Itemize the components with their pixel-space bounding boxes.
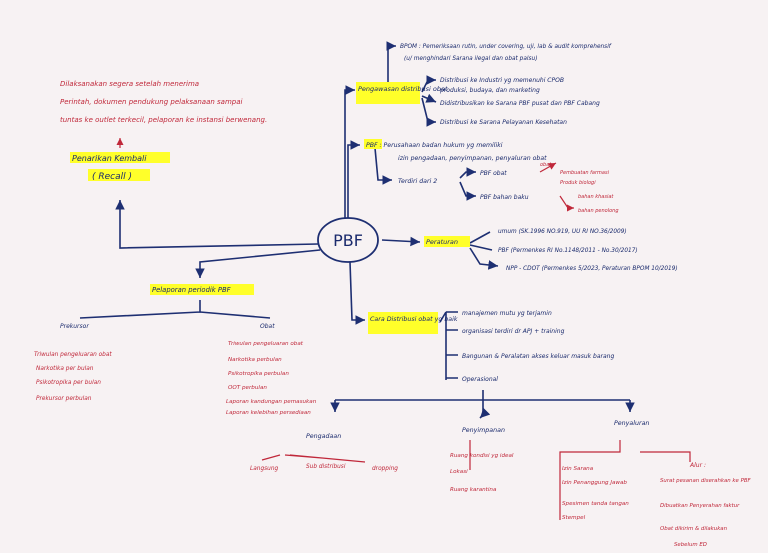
pbf-obat: PBF obat: [480, 170, 507, 177]
cdob-item: manajemen mutu yg terjamin: [462, 310, 552, 317]
penyaluran-item: Spesimen tanda tangan: [562, 501, 629, 507]
cdob-item: organisasi terdiri dr APJ + training: [462, 328, 565, 335]
peraturan-branch: Peraturan umum (SK.1996 NO.919, UU RI NO…: [424, 229, 678, 272]
alur-item: Surat pesanan diserahkan ke PBF: [660, 478, 752, 484]
recall-highlight: [70, 152, 170, 163]
pbf-bahan-note: bahan khasiat: [578, 194, 614, 200]
prekursor-item: Triwulan pengeluaran obat: [34, 352, 112, 358]
cdob-item: Bangunan & Peralatan akses keluar masuk …: [462, 353, 614, 360]
prekursor-item: Psikotropika per bulan: [36, 380, 101, 386]
pbf-def-highlight: [364, 139, 382, 149]
pbf-obat-note: Pembuatan farmasi: [560, 170, 610, 176]
center-label: PBF: [333, 231, 363, 250]
pelaporan-highlight: [150, 284, 254, 295]
obat-report-item: Laporan kandungan pemasukan: [226, 399, 317, 405]
recall-note-line: tuntas ke outlet terkecil, pelaporan ke …: [60, 116, 267, 124]
prekursor-item: Narkotika per bulan: [36, 366, 94, 372]
pbf-obat-note: obat: [540, 162, 552, 168]
alur-item: Sebelum ED: [674, 542, 707, 548]
peraturan-item: NPP - CDOT (Permenkes 5/2023, Peraturan …: [506, 266, 678, 272]
pengawasan-branch: Pengawasan distribusi obat BPOM : Pemeri…: [356, 44, 612, 126]
pbf-definition-branch: PBF : Perusahaan badan hukum yg memiliki…: [364, 139, 619, 214]
cdob-item: Operasional: [462, 376, 498, 383]
pengawasan-item: produksi, budaya, dan marketing: [439, 87, 540, 94]
pelaporan-branch: Pelaporan periodik PBF Prekursor Triwula…: [34, 284, 317, 416]
pengawasan-item: Didistribusikan ke Sarana PBF pusat dan …: [440, 100, 600, 107]
penyimpanan-item: Ruang kondisi yg ideal: [450, 453, 514, 459]
pengadaan-item: Langsung: [250, 466, 279, 472]
peraturan-item: umum (SK.1996 NO.919, UU RI NO.36/2009): [498, 229, 627, 235]
pengadaan-item: Sub distribusi: [306, 464, 346, 470]
cdob-highlight: [368, 312, 438, 334]
recall-subtitle: ( Recall ): [92, 172, 132, 182]
alur-item: Obat dikirim & dilakukan: [660, 526, 728, 532]
recall-title: Penarikan Kembali: [72, 154, 147, 163]
operasional-branch: Pengadaan Langsung Sub distribusi droppi…: [250, 420, 752, 548]
recall-branch: Penarikan Kembali ( Recall ) Dilaksanaka…: [60, 80, 267, 182]
obat-report-item: OOT perbulan: [228, 385, 267, 391]
penyimpanan-item: Ruang karantina: [450, 487, 497, 493]
penyimpanan-title: Penyimpanan: [462, 427, 505, 434]
cdob-title: Cara Distribusi obat yg baik: [370, 315, 458, 323]
pbf-def-line: izin pengadaan, penyimpanan, penyaluran …: [398, 154, 547, 162]
bpom-line: BPOM : Pemeriksaan rutin, under covering…: [400, 44, 612, 50]
connectors: [79, 41, 691, 520]
pengadaan-item: dropping: [372, 466, 398, 472]
alur-title: Alur :: [689, 462, 706, 469]
peraturan-title: Peraturan: [426, 238, 458, 246]
obat-report-item: Triwulan pengeluaran obat: [228, 341, 304, 347]
penyaluran-item: Izin Penanggung Jawab: [562, 480, 627, 486]
penyaluran-title: Penyaluran: [614, 420, 649, 427]
prekursor-item: Prekursor perbulan: [36, 396, 92, 402]
obat-report-item: Psikotropika perbulan: [228, 371, 289, 377]
pengadaan-title: Pengadaan: [306, 433, 341, 440]
pbf-def-line: PBF : Perusahaan badan hukum yg memiliki: [366, 142, 503, 149]
obat-title: Obat: [260, 323, 275, 330]
pengawasan-item: Distribusi ke Sarana Pelayanan Kesehatan: [440, 119, 567, 126]
recall-subtitle-highlight: [88, 169, 150, 181]
peraturan-highlight: [424, 236, 470, 247]
pengawasan-highlight: [356, 82, 420, 104]
penyaluran-item: Stempel: [562, 515, 586, 521]
pelaporan-title: Pelaporan periodik PBF: [152, 286, 231, 294]
bpom-line: (u/ menghindari Sarana ilegal dan obat p…: [404, 56, 537, 62]
pengawasan-title-text: Pengawasan distribusi obat: [358, 85, 448, 93]
pengawasan-item: Distribusi ke Industri yg memenuhi CPOB: [440, 77, 564, 84]
pbf-obat-note: Produk biologi: [560, 180, 596, 186]
center-ellipse: [317, 217, 379, 263]
pbf-bahan: PBF bahan baku: [480, 194, 529, 201]
pbf-bahan-note: bahan penolong: [578, 208, 619, 214]
recall-note-line: Perintah, dokumen pendukung pelaksanaan …: [60, 98, 243, 106]
center-node: PBF: [317, 217, 379, 263]
penyimpanan-item: Lokasi: [450, 469, 468, 475]
peraturan-item: PBF (Permenkes RI No.1148/2011 - No.30/2…: [498, 248, 638, 254]
prekursor-title: Prekursor: [60, 323, 89, 330]
alur-item: Dibuatkan Penyerahan faktur: [660, 503, 740, 509]
recall-note-line: Dilaksanakan segera setelah menerima: [60, 80, 199, 88]
cdob-branch: Cara Distribusi obat yg baik manajemen m…: [368, 310, 614, 383]
pbf-terdiri: Terdiri dari 2: [398, 178, 437, 185]
pengawasan-title: Pengawasan distribusi obat: [358, 85, 448, 93]
obat-report-item: Laporan kelebihan persediaan: [226, 410, 311, 416]
penyaluran-item: Izin Sarana: [562, 466, 594, 472]
obat-report-item: Narkotika perbulan: [228, 357, 282, 363]
